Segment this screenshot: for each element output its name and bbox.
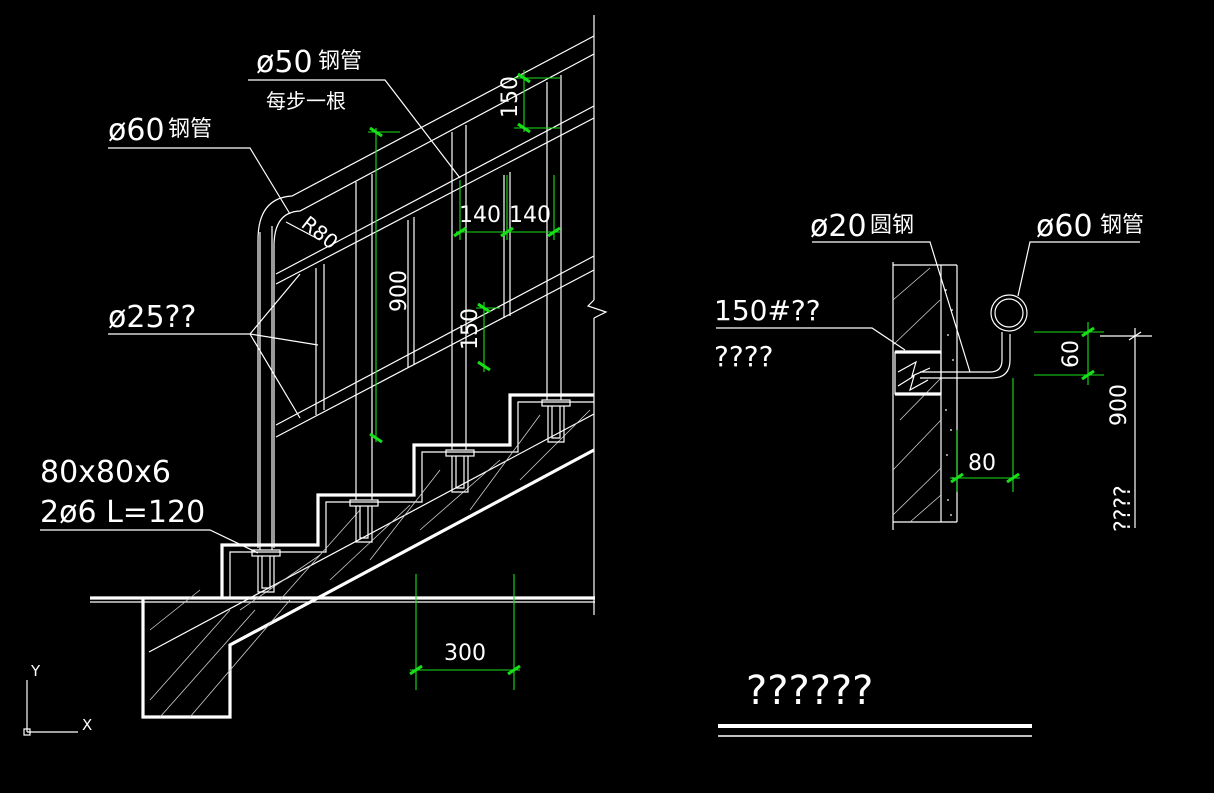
pipe50-label: ø50 — [256, 45, 313, 80]
leader-pipe25-c — [249, 333, 301, 419]
stair-hatch — [149, 409, 591, 718]
rail-lower-b — [275, 269, 595, 438]
right-pipe60-label: ø60 — [1036, 209, 1093, 244]
wall-hatch — [892, 267, 942, 523]
dim-900-left: 900 — [387, 270, 412, 312]
rail-lower — [275, 255, 595, 426]
ucs-x-label: X — [82, 716, 92, 734]
pipe50-suffix: 钢管 — [318, 49, 362, 74]
wall-note-label: ???? — [714, 340, 773, 373]
leader-pipe60 — [108, 147, 291, 215]
rod20-label: ø20 — [810, 209, 867, 244]
left-dimensions — [368, 70, 561, 690]
dim-900-right: 900 — [1107, 384, 1132, 426]
drawing-title: ?????? — [746, 668, 873, 714]
leader-rod20 — [812, 241, 971, 373]
break-symbol — [586, 299, 608, 319]
stair-railing-elevation: ø50 钢管 每步一根 ø60 钢管 ø25?? R80 80x80x6 2ø6… — [40, 15, 608, 719]
stair-steps-inner — [229, 401, 594, 598]
rail-upper-b — [275, 117, 595, 285]
radius-label: R80 — [297, 211, 343, 254]
pipe50-note: 每步一根 — [266, 89, 346, 113]
wall-material-label: 150#?? — [714, 294, 821, 327]
drawing-title-block: ?????? — [718, 668, 1032, 737]
dim-60: 60 — [1059, 340, 1084, 368]
anchor-bar-label: 2ø6 L=120 — [40, 495, 205, 530]
leader-pipe50 — [248, 79, 461, 179]
stair-soffit — [141, 448, 595, 719]
leader-radius — [285, 221, 321, 241]
pipe60-section — [990, 294, 1028, 332]
ucs-icon: Y X — [23, 662, 92, 736]
pipe60-label: ø60 — [108, 113, 165, 148]
dim-300: 300 — [444, 641, 486, 666]
handrail-outer — [257, 35, 595, 548]
balusters — [259, 75, 562, 550]
anchor-plates — [251, 399, 571, 593]
stair-steps — [220, 393, 594, 598]
leader-pipe25-b — [249, 333, 319, 346]
plate-size-label: 80x80x6 — [40, 455, 171, 490]
rod20-suffix: 圆钢 — [870, 213, 914, 238]
right-dimensions — [950, 322, 1152, 528]
leader-plate — [40, 529, 259, 554]
dim-80: 80 — [968, 451, 996, 476]
pipe25-label: ø25?? — [108, 300, 196, 335]
dim-140-b: 140 — [509, 203, 551, 228]
right-pipe60-suffix: 钢管 — [1100, 213, 1144, 238]
rail-upper — [275, 105, 595, 275]
dim-150-mid: 150 — [458, 308, 483, 350]
round-bar-20 — [920, 332, 1003, 373]
vertical-note: ???? — [1111, 485, 1136, 532]
leader-pipe60-right — [1017, 241, 1140, 297]
wall-handrail-detail: ø20 圆钢 ø60 钢管 150#?? ???? 60 80 900 ???? — [714, 209, 1152, 532]
leader-wall — [716, 327, 906, 351]
handrail-inner — [273, 53, 595, 548]
dim-140-a: 140 — [459, 203, 501, 228]
dim-150-top: 150 — [498, 76, 523, 118]
ucs-y-label: Y — [30, 662, 41, 680]
pipe60-suffix: 钢管 — [168, 117, 212, 142]
